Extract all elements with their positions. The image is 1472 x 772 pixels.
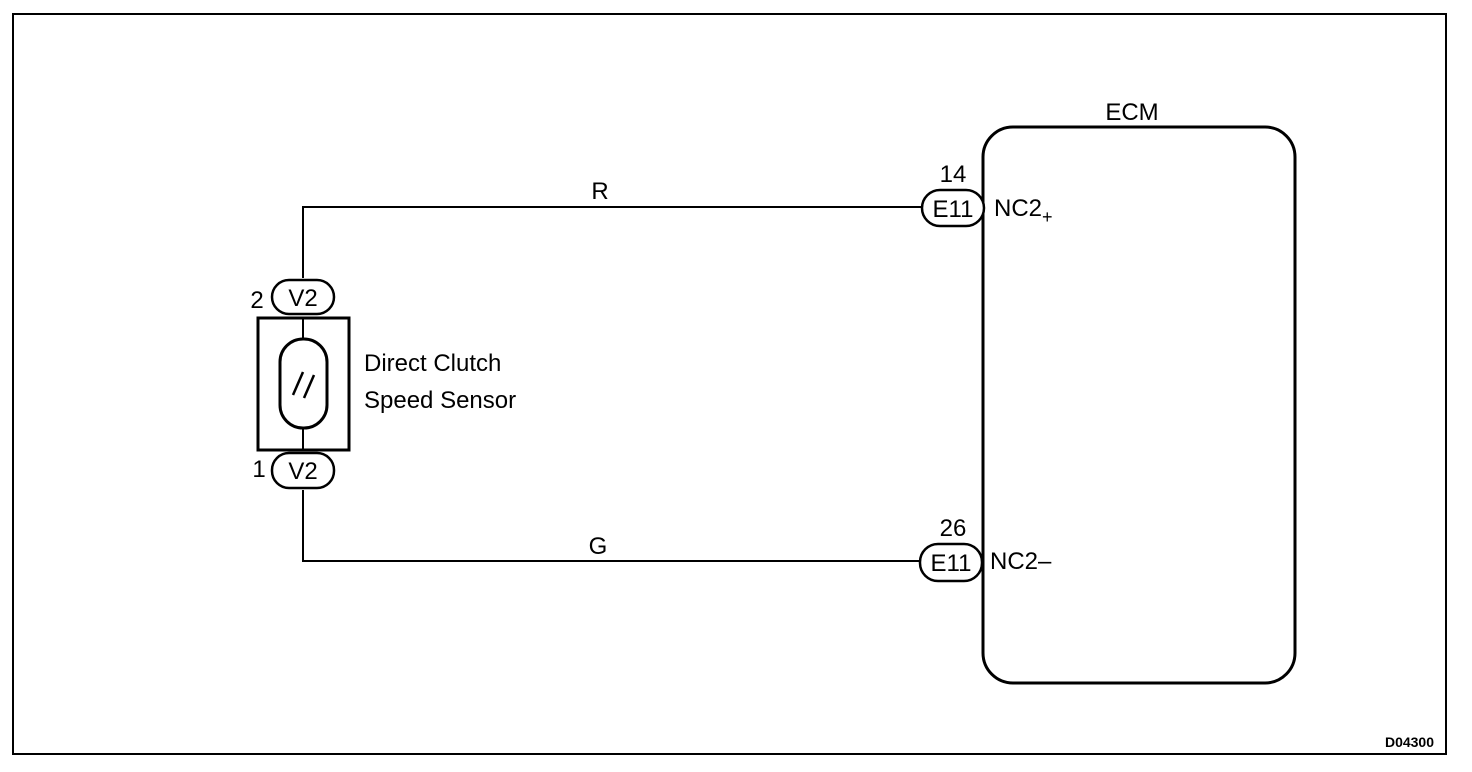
connector-e11-top: [920, 188, 986, 228]
sensor-label-line1: Direct Clutch: [364, 350, 501, 377]
sensor-label-line2: Speed Sensor: [364, 387, 516, 414]
connector-v2-top-pin: 2: [250, 287, 263, 314]
terminal-nc2-plus-sub: +: [1042, 207, 1053, 227]
figure-id: D04300: [1385, 734, 1434, 750]
terminal-nc2-plus: NC2+: [994, 195, 1053, 227]
sensor-slash-2: [302, 374, 316, 399]
wire-color-g: G: [589, 533, 608, 560]
connector-e11-bottom-code: E11: [931, 550, 972, 577]
connector-v2-bottom-pin: 1: [252, 456, 265, 483]
connector-v2-bottom: [270, 451, 336, 490]
sensor-element: [278, 337, 329, 430]
connector-e11-bottom-pin: 26: [940, 515, 967, 542]
connector-v2-top: [270, 278, 336, 316]
connector-e11-top-code: E11: [933, 196, 974, 223]
wire-color-r: R: [591, 178, 608, 205]
diagram-frame: [12, 13, 1447, 755]
terminal-nc2-minus: NC2–: [990, 548, 1052, 575]
ecm-box: [981, 125, 1297, 685]
connector-v2-bottom-code: V2: [288, 458, 317, 485]
terminal-nc2-plus-main: NC2: [994, 195, 1042, 222]
ecm-label: ECM: [1105, 99, 1158, 126]
wire-green: [302, 490, 921, 562]
connector-e11-top-pin: 14: [940, 161, 967, 188]
connector-v2-top-code: V2: [288, 285, 317, 312]
connector-e11-bottom: [918, 542, 984, 583]
sensor-slash-1: [291, 371, 305, 396]
wire-red: [302, 206, 921, 278]
